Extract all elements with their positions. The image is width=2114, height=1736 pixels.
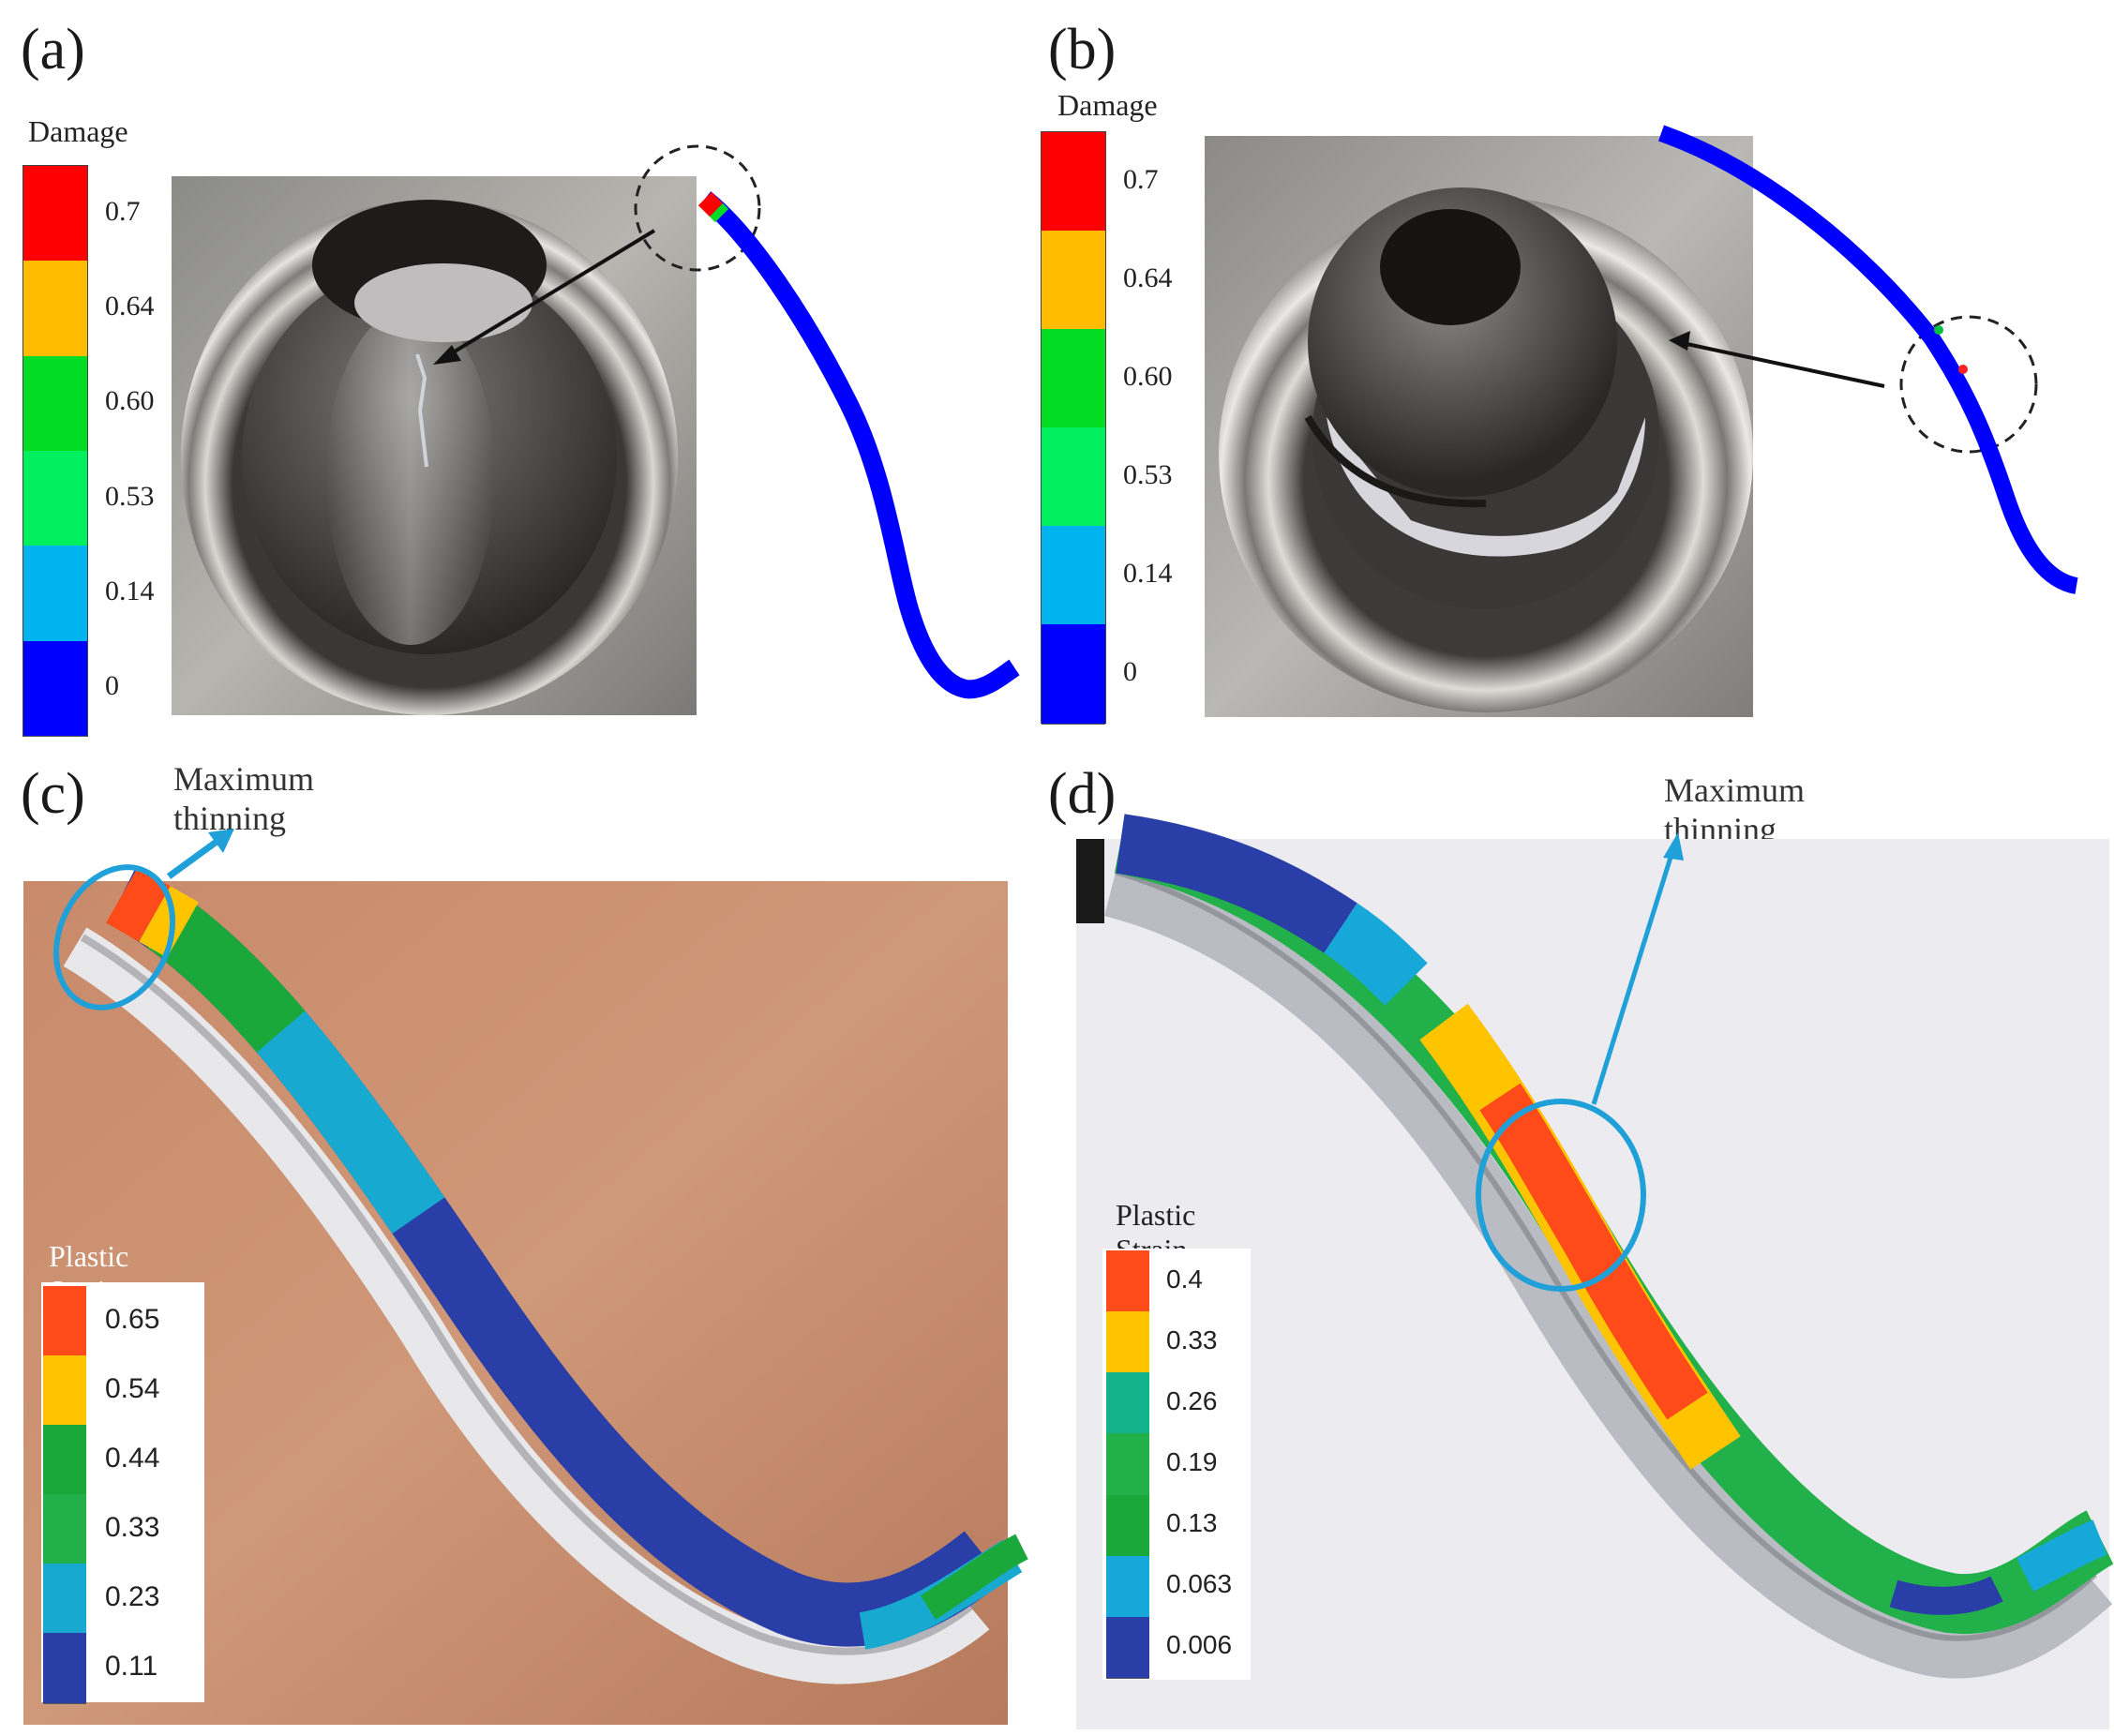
colorbar-cell xyxy=(1106,1311,1149,1374)
colorbar-tick-label: 0.7 xyxy=(105,195,141,227)
colorbar-tick-label: 0.7 xyxy=(1123,163,1159,195)
colorbar-cell xyxy=(43,1564,86,1635)
colorbar-tick-label: 0 xyxy=(1123,655,1137,687)
colorbar-cell xyxy=(23,451,87,547)
colorbar-tick-label: 0.19 xyxy=(1166,1447,1218,1476)
colorbar-cell xyxy=(23,640,87,738)
formed-cup-photo-b xyxy=(1205,136,1753,717)
panel-label-c: (c) xyxy=(21,762,85,826)
damage-colorbar-b xyxy=(1041,131,1106,725)
colorbar-cell xyxy=(43,1425,86,1496)
damage-colorbar-a xyxy=(22,165,88,738)
colorbar-cell xyxy=(1042,132,1105,232)
colorbar-cell xyxy=(43,1286,86,1357)
colorbar-cell xyxy=(1042,329,1105,429)
colorbar-tick-label: 0.64 xyxy=(1123,262,1173,293)
strain-colorbar-c xyxy=(43,1286,86,1704)
colorbar-tick-label: 0.33 xyxy=(1166,1324,1218,1354)
colorbar-tick-label: 0.26 xyxy=(1166,1385,1218,1415)
colorbar-tick-label: 0.60 xyxy=(105,385,155,417)
colorbar-tick-label: 0.13 xyxy=(1166,1508,1218,1538)
damage-legend-title-a: Damage xyxy=(28,114,128,148)
colorbar-tick-label: 0.11 xyxy=(105,1651,158,1682)
colorbar-tick-label: 0.64 xyxy=(105,291,155,322)
colorbar-cell xyxy=(1106,1250,1149,1313)
colorbar-tick-label: 0.60 xyxy=(1123,360,1173,392)
colorbar-tick-label: 0.006 xyxy=(1166,1630,1233,1660)
colorbar-tick-label: 0.33 xyxy=(105,1512,160,1543)
formed-cup-photo-a xyxy=(172,176,697,715)
colorbar-cell xyxy=(1042,526,1105,626)
colorbar-cell xyxy=(1106,1433,1149,1497)
strain-colorbar-d xyxy=(1106,1250,1149,1680)
panel-label-d: (d) xyxy=(1048,762,1117,826)
colorbar-cell xyxy=(1106,1494,1149,1558)
damage-legend-title-b: Damage xyxy=(1057,88,1158,122)
colorbar-tick-label: 0.54 xyxy=(105,1373,160,1404)
colorbar-cell xyxy=(43,1633,86,1704)
colorbar-tick-label: 0.14 xyxy=(105,576,155,606)
colorbar-tick-label: 0.4 xyxy=(1166,1264,1203,1294)
colorbar-tick-label: 0.44 xyxy=(105,1443,160,1474)
colorbar-tick-label: 0.23 xyxy=(105,1581,160,1612)
colorbar-tick-label: 0.65 xyxy=(105,1304,160,1335)
panel-label-a: (a) xyxy=(21,18,85,82)
colorbar-cell xyxy=(23,355,87,453)
colorbar-cell xyxy=(1106,1616,1149,1680)
colorbar-tick-label: 0 xyxy=(105,670,119,702)
colorbar-cell xyxy=(43,1494,86,1565)
colorbar-cell xyxy=(1106,1555,1149,1619)
colorbar-cell xyxy=(23,166,87,262)
colorbar-tick-label: 0.14 xyxy=(1123,557,1173,589)
panel-label-b: (b) xyxy=(1048,18,1117,82)
colorbar-cell xyxy=(1106,1372,1149,1435)
colorbar-tick-label: 0.53 xyxy=(1123,458,1173,490)
colorbar-tick-label: 0.53 xyxy=(105,480,155,512)
colorbar-tick-label: 0.063 xyxy=(1166,1569,1233,1599)
colorbar-cell xyxy=(23,546,87,643)
colorbar-cell xyxy=(1042,624,1105,725)
